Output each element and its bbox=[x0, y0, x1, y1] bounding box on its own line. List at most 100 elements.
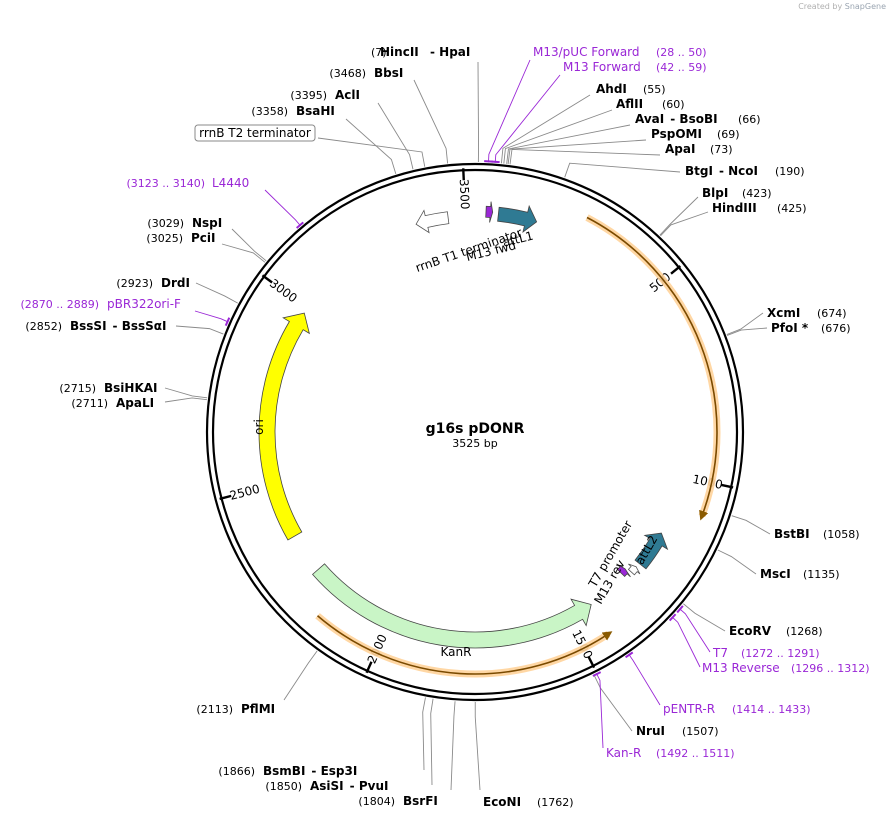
enzyme-name-ecorv: EcoRV bbox=[729, 624, 772, 638]
primer-name-m13-forward: M13 Forward bbox=[563, 60, 641, 74]
leader-pcii bbox=[221, 243, 266, 263]
orange-arc-1 bbox=[317, 615, 613, 675]
enzyme-pos-bbsi: (3468) bbox=[329, 67, 366, 80]
enzyme-pos-apali: (2711) bbox=[71, 397, 108, 410]
tick-label-3500: 3500 bbox=[457, 179, 472, 210]
enzyme-name-pspomi: PspOMI bbox=[651, 127, 702, 141]
enzyme-pos-pcii: (3025) bbox=[146, 232, 183, 245]
feature-label-ori: ori bbox=[252, 419, 266, 435]
primer-site-kan-r bbox=[592, 671, 602, 677]
enzyme-name-asisi: AsiSI- PvuI bbox=[310, 779, 388, 793]
enzyme-name-bstbi: BstBI bbox=[774, 527, 810, 541]
leader-btgi bbox=[564, 162, 681, 178]
enzyme-name-pfoi: PfoI * bbox=[771, 321, 809, 335]
plasmid-length: 3525 bp bbox=[452, 437, 497, 450]
leader-hindiii bbox=[660, 211, 709, 237]
enzyme-name-aflii: AflII bbox=[616, 97, 643, 111]
primer-name-l4440: L4440 bbox=[212, 176, 249, 190]
snapgene-credit: Created by SnapGene bbox=[798, 2, 886, 11]
feature-arrows bbox=[258, 201, 669, 649]
primer-range-t7: (1272 .. 1291) bbox=[741, 647, 820, 660]
orange-arcs bbox=[315, 214, 721, 678]
tick-mark-2500 bbox=[219, 494, 232, 501]
primer-name-t7: T7 bbox=[712, 646, 728, 660]
feature-arrow-attl2 bbox=[634, 532, 669, 570]
credit-text: Created by bbox=[798, 2, 843, 11]
leader-bbsi bbox=[413, 79, 449, 164]
feature-arrow-rrnb-t1-terminator bbox=[415, 209, 450, 234]
backbone-outer-strand bbox=[205, 162, 745, 702]
enzyme-name-bsrfi: BsrFI bbox=[403, 794, 438, 808]
leader-hincii bbox=[477, 61, 480, 163]
enzyme-pos-pfoi: (676) bbox=[821, 322, 851, 335]
primer-name-m13-reverse: M13 Reverse bbox=[702, 661, 780, 675]
orange-arc-glow-0 bbox=[585, 214, 721, 518]
rrnb-t2-label: rrnB T2 terminator bbox=[199, 126, 311, 140]
primer-range-m13-puc-forward: (28 .. 50) bbox=[656, 46, 707, 59]
feature-arrow-m13-fwd bbox=[485, 201, 494, 223]
primer-name-pentr-r: pENTR-R bbox=[663, 702, 715, 716]
label-leaders bbox=[164, 59, 771, 791]
enzyme-name-btgi: BtgI- NcoI bbox=[685, 164, 758, 178]
enzyme-name-pflmi: PflMI bbox=[241, 702, 275, 716]
plasmid-name: g16s pDONR bbox=[426, 421, 525, 437]
enzyme-pos-bsssi: (2852) bbox=[25, 320, 62, 333]
enzyme-pos-ahdi: (55) bbox=[643, 83, 666, 96]
enzyme-name-hpai: - HpaI bbox=[430, 45, 470, 59]
leader-msci bbox=[717, 549, 757, 575]
enzyme-pos-ecorv: (1268) bbox=[786, 625, 823, 638]
feature-arrow-ori bbox=[258, 312, 310, 541]
tick-mark-3500 bbox=[462, 168, 465, 181]
feature-arrow-m13-rev bbox=[616, 563, 631, 578]
primer-range-m13-forward: (42 .. 59) bbox=[656, 61, 707, 74]
leader-nrui bbox=[593, 674, 633, 732]
primer-leader-m13-puc-fwd bbox=[488, 59, 531, 163]
enzyme-pos-econi: (1762) bbox=[537, 796, 574, 809]
leader-pflmi bbox=[283, 650, 318, 701]
primer-leader-m13-reverse bbox=[671, 616, 701, 668]
feature-label-kanr: KanR bbox=[441, 645, 472, 659]
enzyme-pos-pspomi: (69) bbox=[717, 128, 740, 141]
leader-acli bbox=[377, 102, 414, 170]
enzyme-name-bbsi: BbsI bbox=[374, 66, 403, 80]
enzyme-name-apai: ApaI bbox=[665, 142, 695, 156]
tick-mark-2000 bbox=[365, 661, 373, 674]
primer-site-l4440 bbox=[296, 221, 304, 229]
leader-rrnb-t2 bbox=[317, 137, 426, 167]
primer-range-l4440: (3123 .. 3140) bbox=[126, 177, 205, 190]
enzyme-name-bsahi: BsaHI bbox=[296, 104, 335, 118]
enzyme-pos-avai: (66) bbox=[738, 113, 761, 126]
enzyme-pos-bsmbi: (1866) bbox=[218, 765, 255, 778]
enzyme-pos-drdi: (2923) bbox=[116, 277, 153, 290]
leader-pspomi bbox=[507, 139, 647, 165]
enzyme-pos-acli: (3395) bbox=[290, 89, 327, 102]
enzyme-name-nspi: NspI bbox=[192, 216, 222, 230]
enzyme-name-msci: MscI bbox=[760, 567, 791, 581]
feature-arrow-t7-promoter bbox=[627, 563, 641, 576]
enzyme-pos-btgi: (190) bbox=[775, 165, 805, 178]
enzyme-name-econi: EcoNI bbox=[483, 795, 521, 809]
tick-mark-1000 bbox=[721, 483, 734, 489]
primer-range-pentr-r: (1414 .. 1433) bbox=[732, 703, 811, 716]
enzyme-name-apali: ApaLI bbox=[116, 396, 154, 410]
primer-leader-t7 bbox=[679, 608, 711, 653]
feature-arrow-attl1 bbox=[497, 204, 538, 233]
enzyme-name-nrui: NruI bbox=[636, 724, 665, 738]
enzyme-name-ahdi: AhdI bbox=[596, 82, 627, 96]
enzyme-pos-hindiii: (425) bbox=[777, 202, 807, 215]
tick-mark-500 bbox=[670, 265, 682, 275]
leader-pfoi bbox=[726, 327, 768, 336]
primer-range-pbr322ori-f: (2870 .. 2889) bbox=[20, 298, 99, 311]
enzyme-pos-asisi: (1850) bbox=[265, 780, 302, 793]
tick-label-3000: 3000 bbox=[267, 276, 300, 305]
primer-name-pbr322ori-f: pBR322ori-F bbox=[107, 297, 181, 311]
leader-bsihkai bbox=[164, 387, 208, 399]
enzyme-name-bsmbi: BsmBI- Esp3I bbox=[263, 764, 357, 778]
primer-range-m13-reverse: (1296 .. 1312) bbox=[791, 662, 870, 675]
primer-leader-kan-r bbox=[595, 672, 604, 749]
enzyme-name-acli: AclI bbox=[335, 88, 360, 102]
leader-drdi bbox=[195, 282, 238, 304]
leader-ahdi bbox=[500, 94, 591, 164]
leader-apai bbox=[509, 148, 661, 165]
